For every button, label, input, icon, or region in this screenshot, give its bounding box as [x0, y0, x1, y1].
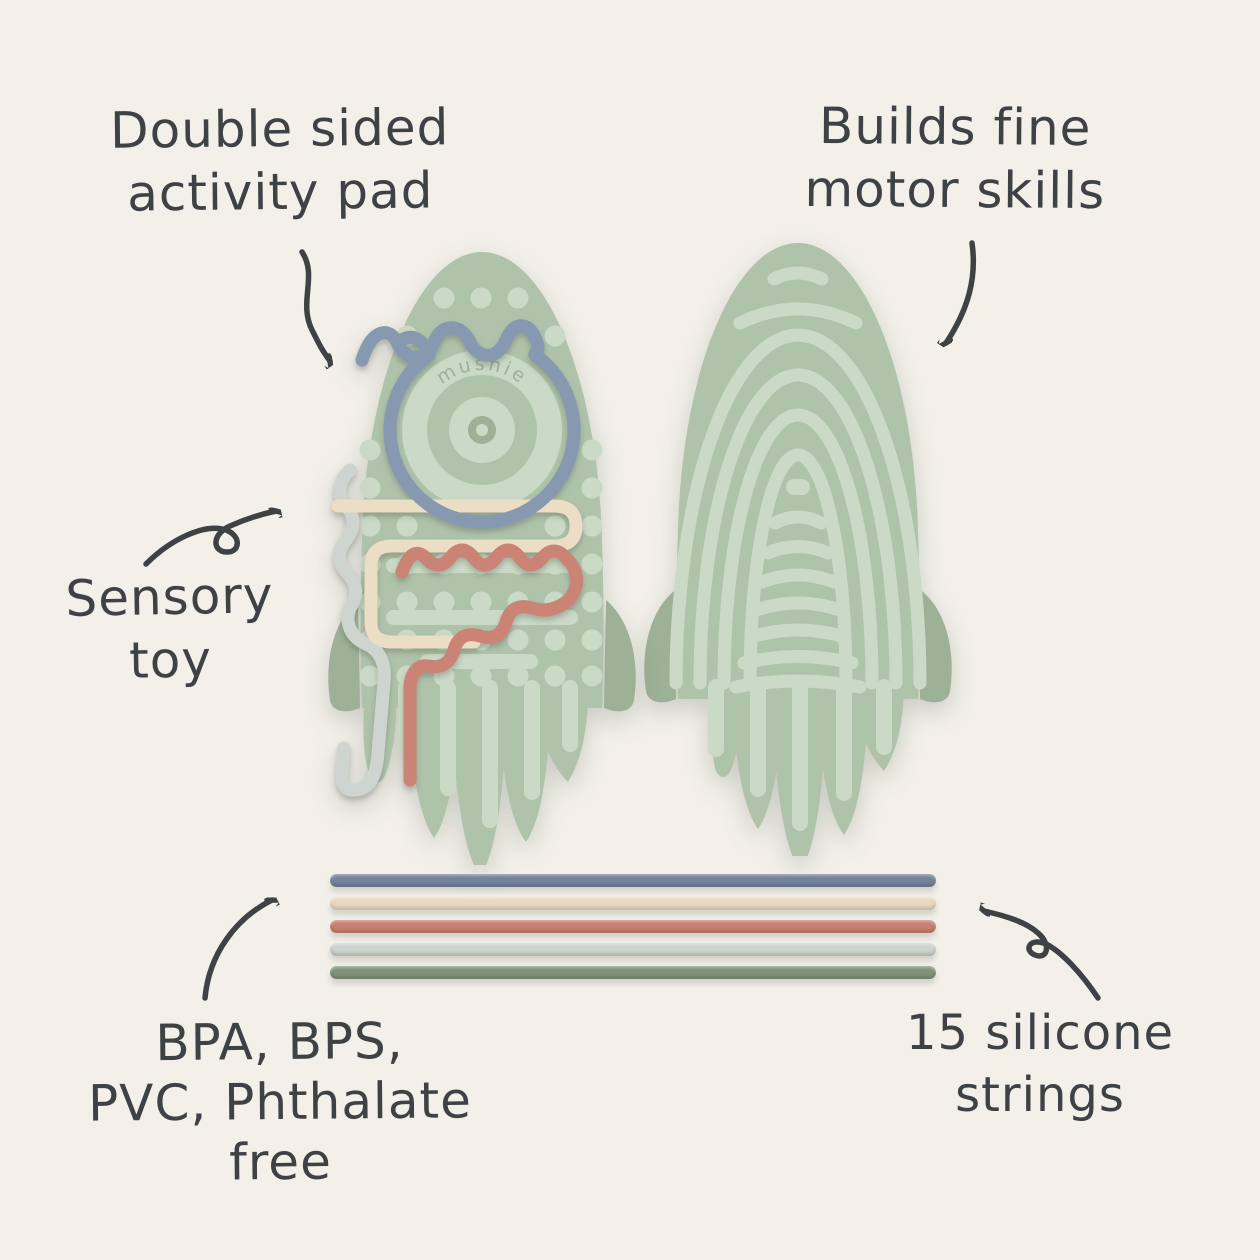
ladder-bar: [761, 540, 835, 560]
peg: [359, 515, 381, 537]
silicone-string: [330, 943, 936, 956]
string-gray-threaded: [333, 463, 391, 797]
flame-ridge: [836, 679, 852, 801]
peg: [507, 665, 529, 687]
flame-ridge: [708, 679, 724, 757]
arrow-fine-motor: [946, 240, 977, 343]
peg: [581, 515, 603, 537]
arrow-sensory: [143, 511, 276, 567]
flame-ridge: [482, 680, 498, 828]
pad-fin-right: [920, 591, 952, 703]
ridge-arc-segment: [767, 266, 829, 286]
flame-ridge: [750, 679, 766, 797]
ridge-arch: [693, 368, 903, 690]
pad-fin-right: [604, 600, 636, 712]
peg: [433, 591, 455, 613]
ladder-bar: [755, 568, 841, 589]
peg: [581, 629, 603, 651]
flame-ridge: [562, 680, 578, 752]
peg: [581, 553, 603, 575]
peg: [359, 477, 381, 499]
peg: [470, 287, 492, 309]
silicone-string: [330, 920, 936, 933]
flame-ridge: [876, 679, 892, 755]
ridge-arch: [717, 408, 879, 690]
ladder-dot: [786, 479, 810, 495]
peg: [544, 665, 566, 687]
flame-ridge: [440, 680, 456, 796]
pad-fin-left: [644, 591, 676, 703]
arrow-double-sided: [299, 249, 330, 361]
peg: [396, 515, 418, 537]
activity-pad-peg-side: mushie: [328, 252, 636, 865]
peg: [507, 629, 529, 651]
string-blue-threaded: [355, 319, 581, 529]
flame-ridge: [524, 680, 540, 800]
activity-pad-ridged-side: [644, 243, 952, 856]
peg: [544, 325, 566, 347]
peg: [544, 515, 566, 537]
peg: [433, 287, 455, 309]
ladder-bar: [737, 650, 859, 670]
ridge-arch: [743, 448, 853, 690]
label-line: 15 silicone: [905, 1005, 1175, 1061]
ladder-bar: [744, 623, 852, 644]
ladder-bar: [768, 510, 828, 530]
ridge-arch: [669, 328, 927, 690]
silicone-string: [330, 874, 936, 887]
peg: [396, 591, 418, 613]
peg: [581, 665, 603, 687]
rainbow-ridges: [669, 266, 927, 831]
peg: [359, 665, 381, 687]
peg: [544, 629, 566, 651]
silicone-string: [330, 966, 936, 979]
peg: [581, 477, 603, 499]
target-center-dot: [476, 424, 488, 436]
pad-body: [676, 243, 920, 699]
ridge-arc-segment: [733, 302, 863, 330]
peg: [470, 591, 492, 613]
string-rose-threaded: [395, 543, 583, 787]
peg: [507, 287, 529, 309]
peg: [359, 439, 381, 461]
arrow-materials: [202, 897, 272, 1001]
label-string-count: 15 silicone strings: [855, 1002, 1225, 1126]
arrow-string-count: [984, 911, 1101, 1001]
string-cream-threaded: [331, 499, 583, 649]
ladder-bar: [749, 596, 847, 617]
threaded-strings: [331, 319, 583, 797]
peg: [581, 439, 603, 461]
peg: [581, 591, 603, 613]
target-circles: mushie: [402, 350, 562, 510]
silicone-string: [330, 897, 936, 910]
flame-ridge: [792, 679, 808, 831]
label-line: strings: [955, 1067, 1125, 1123]
